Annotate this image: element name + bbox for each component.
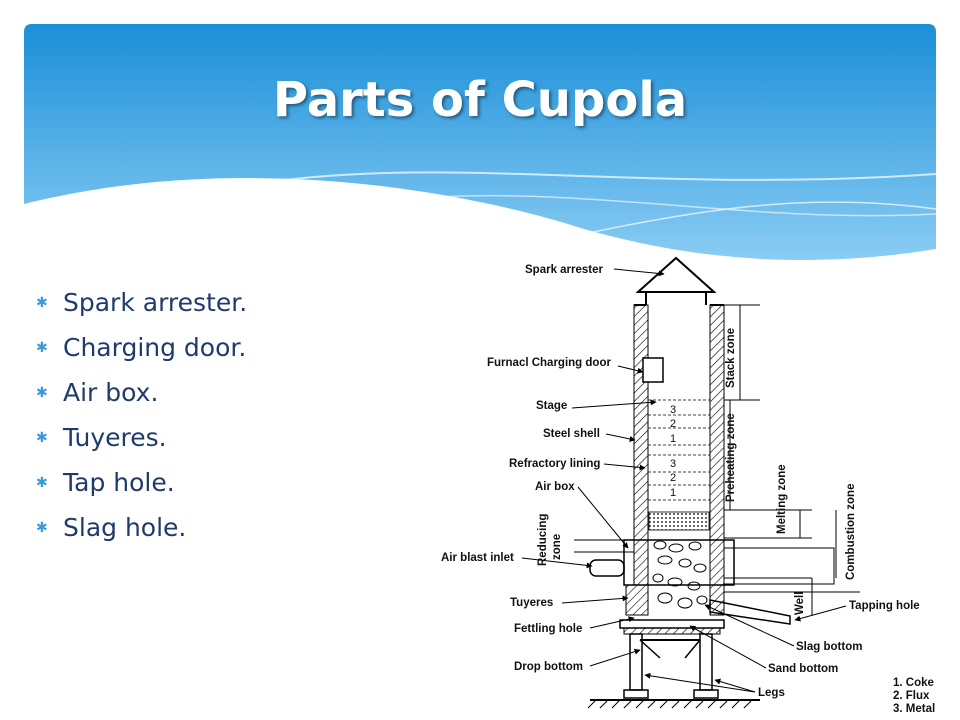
bullet-star-icon: ✱ bbox=[36, 519, 48, 536]
bullet-text: Tuyeres. bbox=[63, 423, 167, 452]
label-slag-bottom: Slag bottom bbox=[796, 641, 862, 653]
label-refractory-lining: Refractory lining bbox=[509, 458, 600, 470]
charging-door-shape bbox=[642, 357, 664, 383]
legend-item: 1. Coke bbox=[893, 677, 934, 689]
legend-item: 3. Metal bbox=[893, 703, 935, 715]
bullet-item: ✱ Spark arrester. bbox=[36, 280, 247, 325]
layer-number: 2 bbox=[670, 418, 676, 430]
label-reducing-zone: Reducing bbox=[537, 514, 549, 566]
legend: 1. Coke 2. Flux 3. Metal bbox=[893, 677, 935, 715]
label-melting-zone: Melting zone bbox=[776, 464, 788, 534]
leg bbox=[629, 633, 643, 691]
label-charging-door: Furnacl Charging door bbox=[487, 357, 611, 369]
bullet-text: Air box. bbox=[63, 378, 159, 407]
label-fettling-hole: Fettling hole bbox=[514, 623, 582, 635]
label-reducing-zone-2: zone bbox=[551, 534, 563, 560]
slide-title: Parts of Cupola bbox=[272, 72, 688, 128]
coke-bed bbox=[648, 511, 710, 531]
bullet-star-icon: ✱ bbox=[36, 339, 48, 356]
label-tapping-hole: Tapping hole bbox=[849, 600, 920, 612]
bullet-text: Tap hole. bbox=[63, 468, 175, 497]
bullet-item: ✱ Tap hole. bbox=[36, 460, 247, 505]
left-wall bbox=[633, 304, 649, 586]
label-well: Well bbox=[794, 592, 806, 615]
header-banner bbox=[24, 24, 936, 264]
layer-number: 1 bbox=[670, 433, 676, 445]
label-air-box: Air box bbox=[535, 481, 575, 493]
bullet-star-icon: ✱ bbox=[36, 384, 48, 401]
leg bbox=[699, 633, 713, 691]
bullet-item: ✱ Tuyeres. bbox=[36, 415, 247, 460]
right-wall bbox=[709, 304, 725, 586]
label-tuyeres: Tuyeres bbox=[510, 597, 553, 609]
base-plate bbox=[619, 619, 725, 629]
label-combustion-zone: Combustion zone bbox=[845, 484, 857, 580]
bullet-text: Slag hole. bbox=[63, 513, 187, 542]
label-spark-arrester: Spark arrester bbox=[525, 264, 604, 276]
label-drop-bottom: Drop bottom bbox=[514, 661, 583, 673]
bullet-star-icon: ✱ bbox=[36, 429, 48, 446]
bullet-star-icon: ✱ bbox=[36, 294, 48, 311]
label-steel-shell: Steel shell bbox=[543, 428, 600, 440]
label-legs: Legs bbox=[758, 687, 785, 699]
air-blast-pipe bbox=[589, 559, 625, 577]
label-air-blast-inlet: Air blast inlet bbox=[441, 552, 514, 564]
bullet-item: ✱ Slag hole. bbox=[36, 505, 247, 550]
layer-number: 2 bbox=[670, 472, 676, 484]
spark-arrester-shape bbox=[635, 256, 717, 293]
air-box-shape bbox=[623, 539, 735, 586]
layer-number: 1 bbox=[670, 487, 676, 499]
bullet-list: ✱ Spark arrester. ✱ Charging door. ✱ Air bo… bbox=[36, 280, 247, 550]
legend-item: 2. Flux bbox=[893, 690, 930, 702]
label-sand-bottom: Sand bottom bbox=[768, 663, 838, 675]
bullet-star-icon: ✱ bbox=[36, 474, 48, 491]
bullet-text: Spark arrester. bbox=[63, 288, 248, 317]
label-stage: Stage bbox=[536, 400, 567, 412]
burden-stones bbox=[652, 540, 708, 609]
bullet-text: Charging door. bbox=[63, 333, 247, 362]
label-stack-zone: Stack zone bbox=[725, 328, 737, 388]
bullet-item: ✱ Air box. bbox=[36, 370, 247, 415]
layer-number: 3 bbox=[670, 458, 676, 470]
label-preheating-zone: Preheating zone bbox=[725, 413, 737, 502]
cupola-diagram: 3 2 1 3 2 1 bbox=[441, 256, 935, 715]
bullet-item: ✱ Charging door. bbox=[36, 325, 247, 370]
layer-number: 3 bbox=[670, 404, 676, 416]
